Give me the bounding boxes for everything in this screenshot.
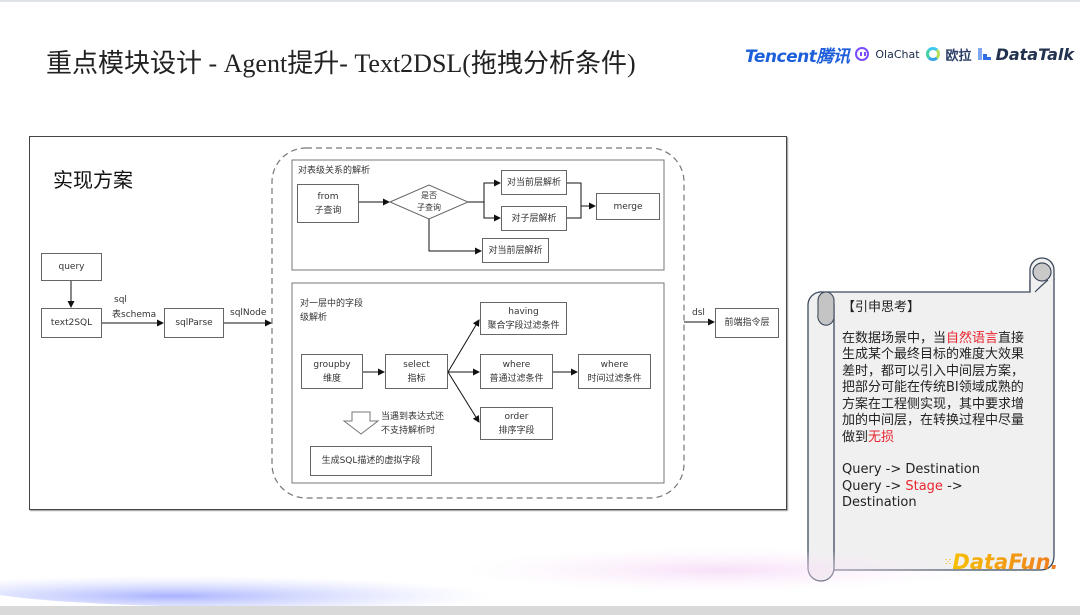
order-label: order — [504, 411, 529, 422]
highlight-lossless: 无损 — [868, 429, 895, 445]
select-box: select 指标 — [385, 354, 448, 389]
datatalk-logo: DataTalk — [995, 44, 1075, 64]
datafun-dots-icon: ⁙ — [944, 556, 953, 568]
oula-ring-icon — [925, 47, 940, 61]
parse-container-dashed — [271, 147, 685, 499]
highlight-stage: Stage — [905, 478, 943, 494]
where-label: where — [502, 359, 531, 370]
order-box: order 排序字段 — [480, 407, 553, 440]
virtual-field-label: 生成SQL描述的虚拟字段 — [321, 456, 421, 466]
child-layer-label: 对子层解析 — [511, 213, 557, 224]
field-level-title: 对一层中的字段 级解析 — [300, 297, 363, 325]
highlight-natural-language: 自然语言 — [946, 330, 999, 346]
merge-label: merge — [613, 201, 643, 212]
edge-dsl-label: dsl — [692, 308, 705, 318]
edge-sql-label: sql — [114, 295, 127, 305]
arrow-decision-to-child — [483, 202, 501, 222]
unsupported-expression-note: 当遇到表达式还 不支持解析时 — [381, 410, 444, 438]
bottom-border — [0, 606, 1080, 615]
decision-line2: 子查询 — [417, 203, 441, 212]
callout-text: 【引申思考】 在数据场景中，当自然语言直接生成某个最终目标的难度大效果差时，都可… — [842, 300, 1034, 512]
callout-paragraph: 在数据场景中，当自然语言直接生成某个最终目标的难度大效果差时，都可以引入中间层方… — [842, 331, 1034, 447]
slide-title: 重点模块设计 - Agent提升- Text2DSL(拖拽分析条件) — [46, 49, 636, 78]
metric-label: 指标 — [407, 373, 426, 384]
where-time-desc: 时间过滤条件 — [587, 373, 642, 384]
datatalk-bars-icon — [977, 48, 991, 60]
where-time-label: where — [600, 359, 629, 370]
oula-logo: 欧拉 — [945, 48, 972, 64]
text2sql-box: text2SQL — [41, 308, 102, 338]
arrow-select-to-having — [447, 319, 480, 373]
callout-text-part: 直接生成某个最终目标的难度大效果差时，都可以引入中间层方案，把部分可能在传统BI… — [842, 330, 1025, 445]
sqlparse-box: sqlParse — [164, 308, 224, 338]
query-label: query — [58, 262, 85, 272]
from-label: from — [317, 191, 339, 202]
hollow-down-arrow — [342, 411, 380, 435]
formula2-part: -> Destination — [842, 478, 963, 511]
section-heading: 实现方案 — [53, 168, 133, 192]
arrow-select-to-order — [447, 371, 480, 423]
decision-label: 是否 子查询 — [409, 190, 449, 214]
datafun-logo: ⁙ DataFun. — [944, 550, 1058, 574]
olachat-icon — [855, 47, 870, 61]
partner-logos: Tencent腾讯 OlaChat 欧拉 DataTalk — [745, 40, 1074, 68]
formula-2: Query -> Stage -> Destination — [842, 479, 1034, 512]
text2sql-label: text2SQL — [50, 318, 93, 328]
where-desc: 普通过滤条件 — [489, 373, 544, 384]
groupby-box: groupby 维度 — [301, 354, 363, 389]
datafun-wordmark: DataFun. — [952, 550, 1059, 574]
frontend-label: 前端指令层 — [724, 318, 770, 328]
having-desc: 聚合字段过滤条件 — [487, 320, 560, 331]
formula2-part: Query -> — [842, 478, 906, 494]
field-title-line1: 对一层中的字段 — [300, 299, 364, 309]
arrow-child-to-merge — [567, 206, 582, 219]
tencent-logo: Tencent腾讯 — [745, 46, 850, 67]
arrow-current-to-merge — [567, 182, 596, 210]
child-layer-box: 对子层解析 — [501, 206, 567, 231]
edge-schema-label: 表schema — [112, 310, 157, 320]
table-level-title: 对表级关系的解析 — [298, 166, 371, 176]
current-layer-top-label: 对当前层解析 — [506, 177, 561, 188]
where-time-box: where 时间过滤条件 — [578, 354, 651, 389]
edge-sqlnode-label: sqlNode — [230, 308, 267, 318]
virtual-field-box: 生成SQL描述的虚拟字段 — [310, 446, 432, 476]
merge-box: merge — [596, 193, 660, 220]
groupby-label: groupby — [313, 359, 351, 370]
note-line2: 不支持解析时 — [381, 426, 436, 436]
select-label: select — [403, 359, 430, 370]
sqlparse-label: sqlParse — [175, 318, 213, 328]
current-layer-bottom-box: 对当前层解析 — [482, 238, 549, 263]
having-label: having — [508, 306, 539, 317]
subquery-label: 子查询 — [314, 205, 342, 216]
top-border — [0, 0, 1080, 2]
olachat-logo: OlaChat — [875, 47, 920, 61]
dimension-label: 维度 — [322, 373, 341, 384]
arrow-decision-to-current-bottom — [428, 219, 482, 255]
callout-heading: 【引申思考】 — [842, 300, 921, 315]
query-box: query — [41, 253, 102, 281]
from-subquery-box: from 子查询 — [297, 184, 359, 223]
arrow-decision-to-current — [468, 179, 501, 203]
note-line1: 当遇到表达式还 — [381, 412, 445, 422]
decision-line1: 是否 — [421, 191, 437, 200]
having-box: having 聚合字段过滤条件 — [480, 302, 567, 335]
callout-text-part: 在数据场景中，当 — [842, 330, 947, 346]
current-layer-top-box: 对当前层解析 — [501, 170, 567, 195]
order-desc: 排序字段 — [498, 425, 535, 436]
field-title-line2: 级解析 — [300, 313, 328, 323]
where-box: where 普通过滤条件 — [480, 354, 553, 389]
current-layer-bottom-label: 对当前层解析 — [488, 245, 543, 256]
frontend-box: 前端指令层 — [715, 308, 779, 338]
formula-1: Query -> Destination — [842, 462, 980, 477]
